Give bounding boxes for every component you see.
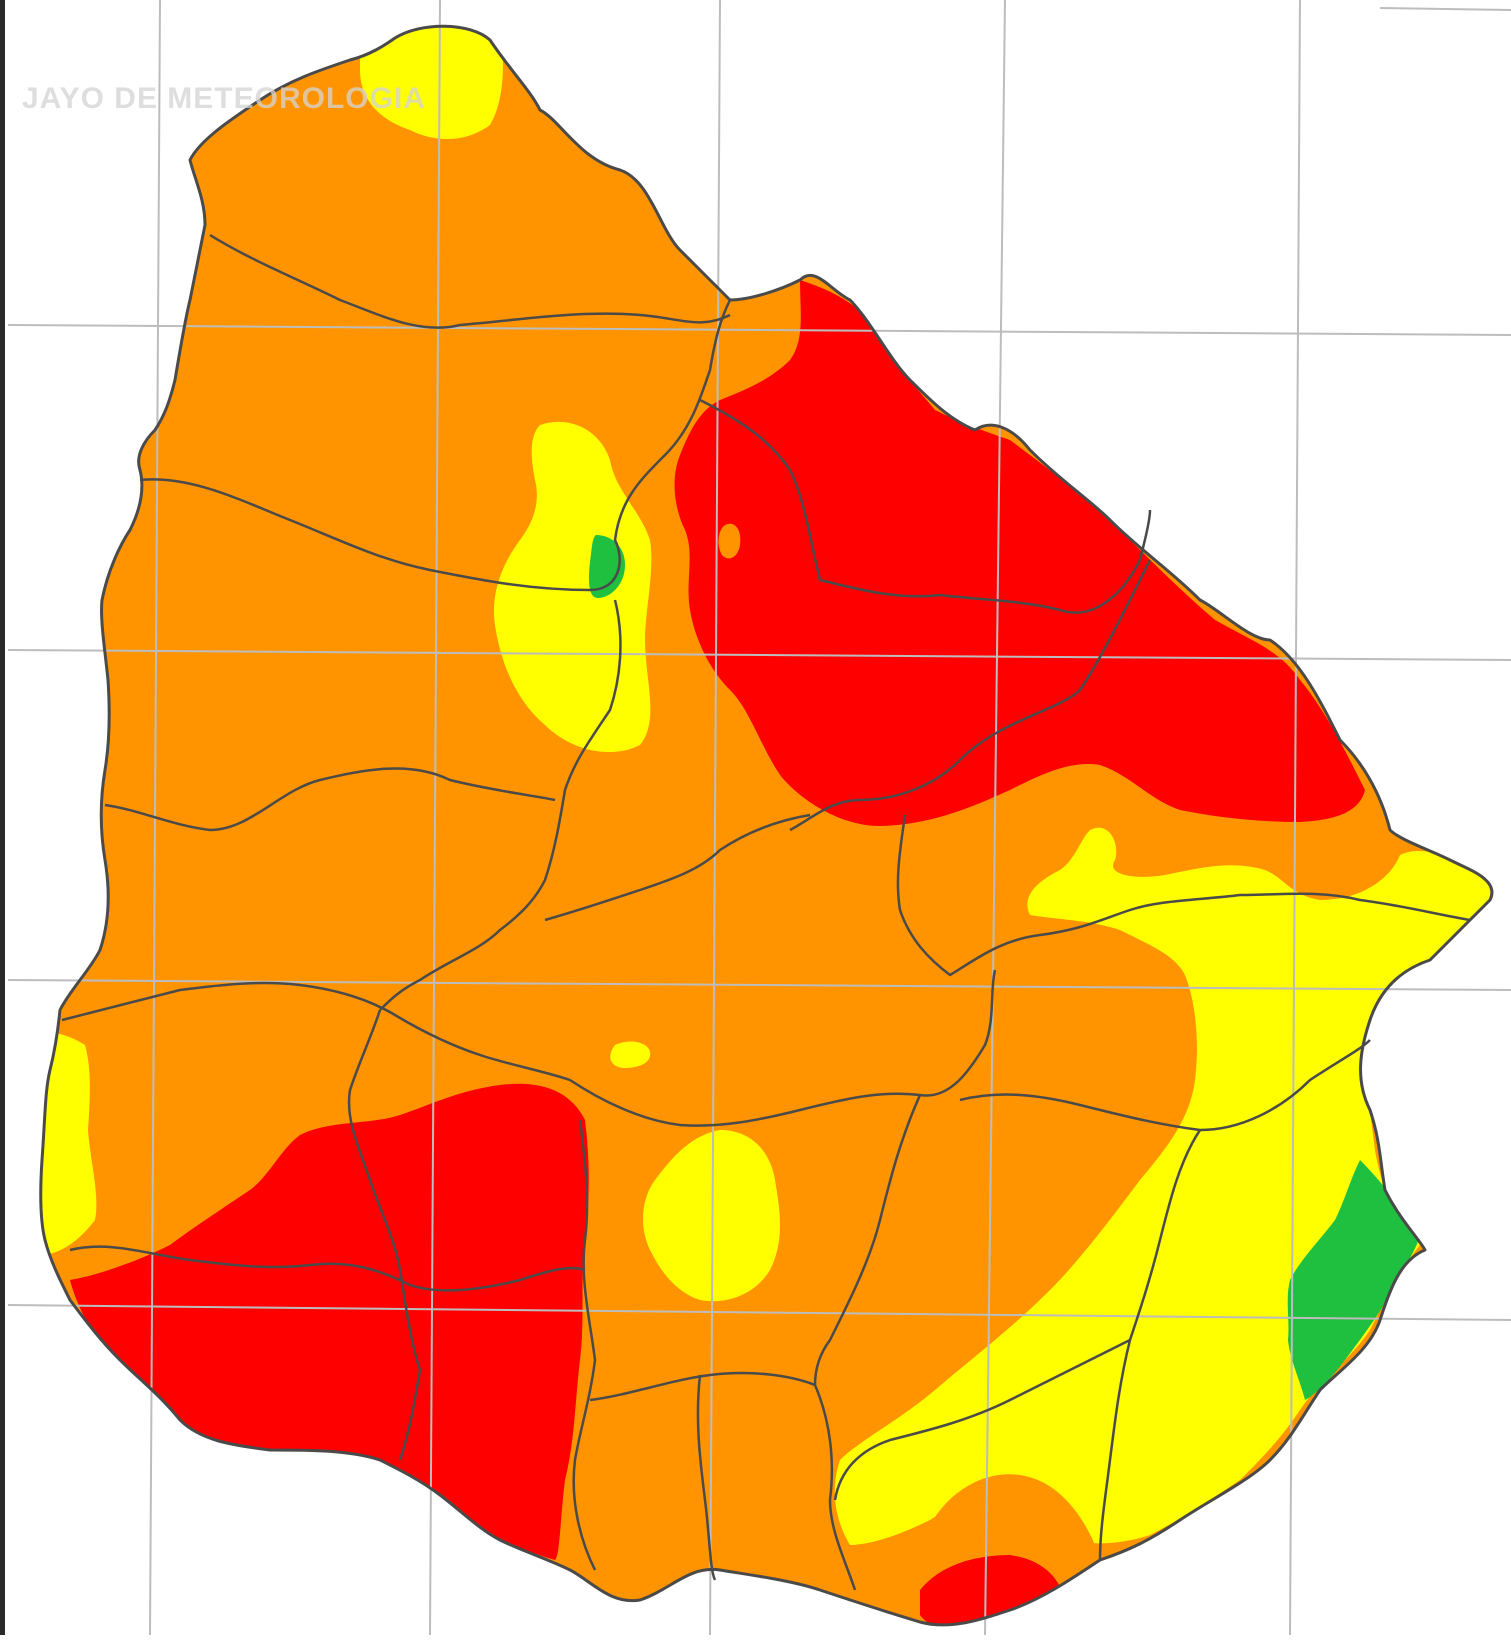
grid-line-top-right — [1379, 7, 1511, 11]
border-maldonado — [833, 1338, 1131, 1501]
border-rivera-tacuarembo — [699, 398, 1152, 614]
grid-line-v5 — [1289, 0, 1301, 1636]
border-central-north-south — [379, 599, 622, 1011]
border-soriano-flores — [61, 981, 571, 1082]
border-salto-paysandu — [139, 299, 732, 592]
border-colonia — [69, 1245, 586, 1292]
border-artigas-salto — [209, 233, 731, 329]
grid-line-h1 — [7, 324, 1511, 336]
zone-yellow-north — [360, 26, 503, 140]
grid-lines — [7, 0, 1511, 1636]
grid-line-h2 — [7, 649, 1511, 661]
border-florida-east — [569, 969, 997, 1127]
border-treinta-y-tres — [896, 814, 1471, 977]
department-borders — [61, 233, 1471, 1591]
zone-red-northeast — [674, 280, 1365, 826]
country-outline — [39, 24, 1494, 1627]
border-durazno-north — [544, 813, 811, 922]
grid-line-v3 — [709, 0, 721, 1636]
border-tacuarembo-cerro-largo — [789, 559, 1152, 832]
border-flores-florida — [347, 1009, 422, 1461]
zone-red-southwest — [70, 1083, 589, 1560]
left-frame-edge — [0, 0, 5, 1635]
grid-line-h3 — [7, 979, 1511, 991]
border-canelones-west — [696, 1374, 717, 1581]
zone-yellow-small-spot — [610, 1041, 651, 1068]
border-lavalleja — [959, 1039, 1371, 1132]
zone-green-east — [1287, 1160, 1420, 1400]
zone-green-central — [588, 535, 625, 598]
border-florida-lavalleja — [813, 1094, 922, 1386]
border-san-jose-florida — [572, 1119, 597, 1571]
grid-line-v2 — [429, 0, 441, 1636]
zone-orange-hole — [718, 523, 741, 559]
border-paysandu-rio-negro — [104, 767, 556, 832]
grid-line-v4 — [984, 0, 1006, 1636]
agency-watermark: JAYO DE METEOROLOGIA — [22, 82, 426, 115]
zone-yellow-central — [643, 1130, 780, 1302]
zone-yellow-central-north — [494, 421, 652, 753]
grid-line-h4 — [7, 1304, 1511, 1321]
